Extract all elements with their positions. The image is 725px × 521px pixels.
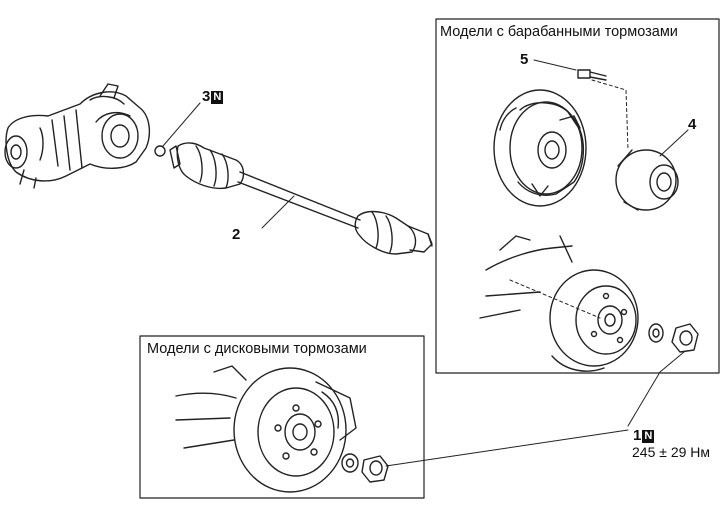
nut-leader-lines xyxy=(385,351,685,467)
disc-rotor-assembly xyxy=(175,365,357,493)
callout-number: 4 xyxy=(688,116,697,133)
drum-assembly-installed xyxy=(479,235,639,372)
callout-number: 1 xyxy=(633,427,642,444)
callout-hub-bearing: 4 xyxy=(688,117,696,133)
drum-side-washer-and-nut xyxy=(648,323,699,353)
drum-backing-plate xyxy=(493,89,587,207)
callout-hub-bolt: 5 xyxy=(520,52,528,68)
hub-bolt xyxy=(533,59,629,151)
nut-torque-spec: 245 ± 29 Нм xyxy=(632,444,711,460)
differential-assembly xyxy=(4,83,151,189)
disc-brake-panel-border xyxy=(139,335,425,499)
new-part-badge: N xyxy=(642,430,655,443)
callout-number: 2 xyxy=(232,226,241,243)
snap-ring xyxy=(154,102,201,157)
disc-side-washer-and-nut xyxy=(341,453,389,483)
disc-brake-panel-title: Модели с дисковыми тормозами xyxy=(147,341,367,357)
callout-number: 5 xyxy=(520,51,529,68)
drum-brake-panel-border xyxy=(435,18,720,374)
callout-drive-shaft: 2 xyxy=(232,227,240,243)
hub-bearing xyxy=(615,129,689,211)
drum-brake-panel-title: Модели с барабанными тормозами xyxy=(440,24,678,40)
drive-shaft xyxy=(169,142,433,255)
new-part-badge: N xyxy=(211,91,224,104)
callout-number: 3 xyxy=(202,88,211,105)
